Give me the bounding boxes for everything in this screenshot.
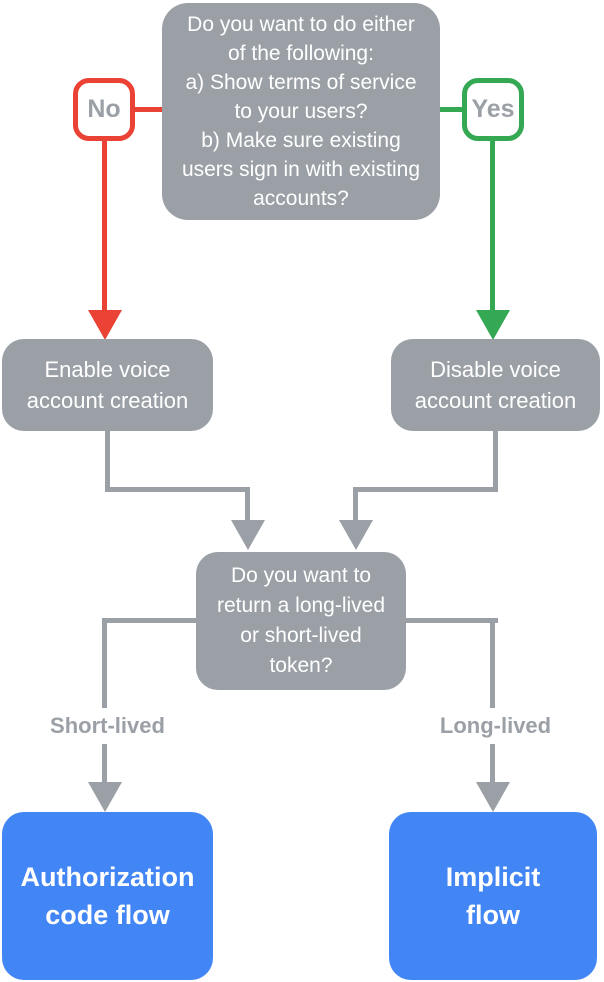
token-question-text: Do you want to return a long-lived or sh…: [216, 564, 386, 677]
short-lived-label-text: Short-lived: [50, 713, 165, 738]
yes-branch-line-vertical: [490, 140, 495, 312]
disable-voice-text: Disable voice account creation: [414, 357, 577, 413]
disable-out-line-horizontal: [353, 487, 498, 492]
token-question-node: Do you want to return a long-lived or sh…: [196, 552, 406, 690]
gray-arrowhead-down-icon: [476, 782, 510, 812]
no-branch-line-vertical: [102, 140, 107, 312]
top-question-text: Do you want to do either of the followin…: [181, 13, 421, 210]
gray-arrowhead-down-icon: [339, 520, 373, 550]
implicit-flow-text: Implicit flow: [445, 862, 541, 930]
enable-out-line-vertical: [105, 431, 110, 490]
disable-out-line-vertical: [493, 431, 498, 490]
disable-merge-line-vertical: [353, 490, 358, 522]
disable-voice-account-creation-node: Disable voice account creation: [391, 339, 600, 431]
short-lived-line-horizontal: [105, 618, 196, 623]
short-lived-line-vertical: [102, 618, 107, 782]
no-branch-line-horizontal: [135, 107, 162, 112]
green-arrowhead-down-icon: [476, 310, 510, 340]
gray-arrowhead-down-icon: [231, 520, 265, 550]
enable-out-line-horizontal: [105, 487, 250, 492]
authorization-code-flow-node: Authorization code flow: [2, 812, 213, 980]
gray-arrowhead-down-icon: [88, 782, 122, 812]
enable-voice-account-creation-node: Enable voice account creation: [2, 339, 213, 431]
no-badge-label: No: [87, 95, 121, 123]
yes-badge-label: Yes: [471, 95, 515, 123]
long-lived-line-vertical: [490, 618, 495, 782]
red-arrowhead-down-icon: [88, 310, 122, 340]
yes-badge: Yes: [462, 78, 524, 141]
enable-voice-text: Enable voice account creation: [26, 357, 189, 413]
no-badge: No: [73, 78, 135, 141]
top-question-node: Do you want to do either of the followin…: [162, 3, 440, 220]
long-lived-label-text: Long-lived: [439, 713, 552, 738]
long-lived-line-horizontal: [406, 618, 498, 623]
authorization-code-flow-text: Authorization code flow: [20, 862, 195, 930]
enable-merge-line-vertical: [245, 490, 250, 522]
short-lived-label: Short-lived: [23, 708, 192, 744]
implicit-flow-node: Implicit flow: [389, 812, 597, 980]
yes-branch-line-horizontal: [440, 107, 462, 112]
long-lived-label: Long-lived: [411, 708, 580, 744]
